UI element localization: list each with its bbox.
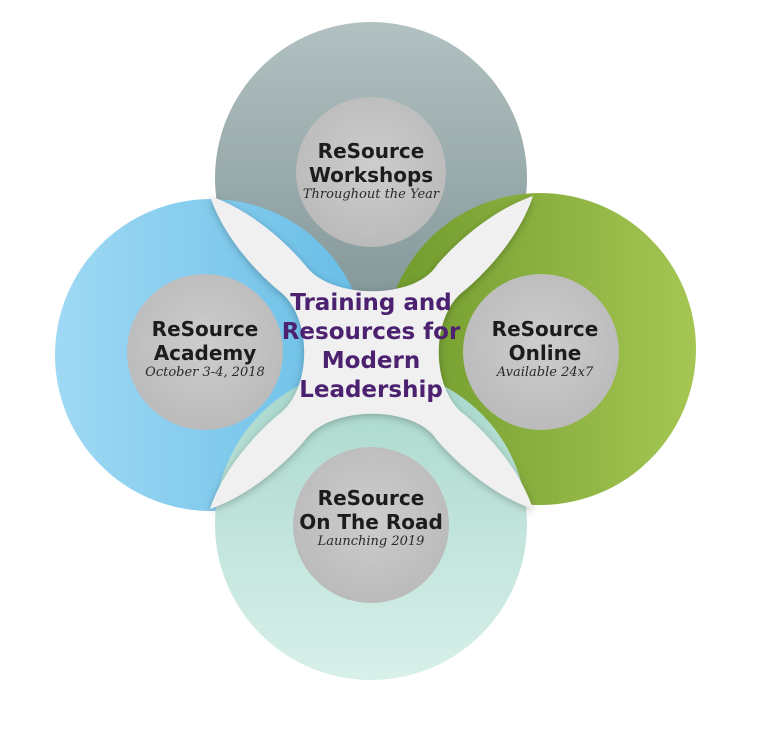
center-shape (210, 196, 533, 509)
center-title-line-2: Resources for (281, 319, 461, 345)
node-road-title-2: On The Road (299, 510, 443, 534)
node-academy: ReSource Academy October 3-4, 2018 (145, 317, 265, 381)
inner-circle-academy (127, 274, 283, 430)
node-road-subtitle: Launching 2019 (317, 534, 425, 549)
node-workshops-subtitle: Throughout the Year (302, 187, 440, 202)
node-academy-title-2: Academy (153, 341, 257, 365)
center-title-line-4: Leadership (299, 377, 443, 403)
center-title: Training and Resources for Modern Leader… (282, 289, 461, 405)
node-road: ReSource On The Road Launching 2019 (299, 486, 443, 550)
node-online: ReSource Online Available 24x7 (492, 317, 599, 381)
node-road-title-1: ReSource (317, 486, 425, 510)
node-online-title-1: ReSource (491, 317, 599, 341)
node-academy-subtitle: October 3-4, 2018 (145, 365, 265, 380)
node-workshops-title-1: ReSource (317, 139, 425, 163)
node-workshops: ReSource Workshops Throughout the Year (303, 139, 439, 203)
inner-circle-online (463, 274, 619, 430)
center-title-line-1: Training and (290, 290, 452, 316)
inner-circle-workshops (296, 97, 446, 247)
center-title-line-3: Modern (321, 348, 421, 374)
node-workshops-title-2: Workshops (308, 163, 434, 187)
node-online-subtitle: Available 24x7 (496, 365, 594, 380)
node-academy-title-1: ReSource (151, 317, 259, 341)
inner-circle-road (293, 447, 449, 603)
node-online-title-2: Online (508, 341, 582, 365)
